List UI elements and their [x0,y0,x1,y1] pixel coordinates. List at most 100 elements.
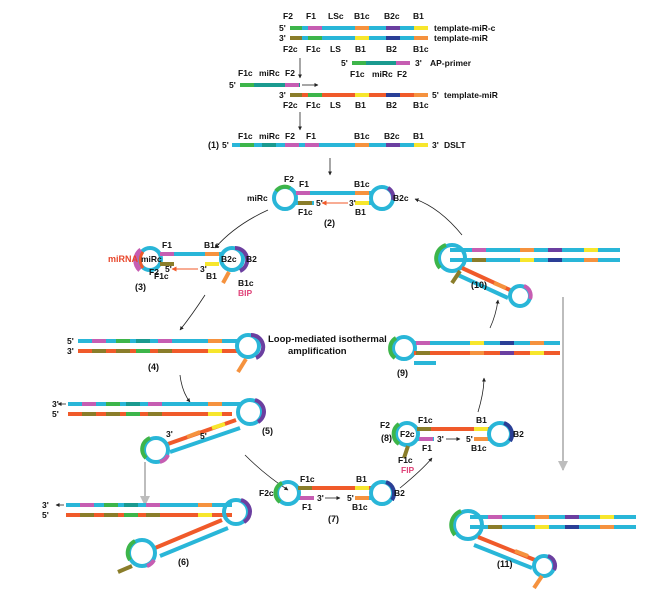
label-LS: LS [330,44,341,54]
label-F1c-s8: F1c [418,415,433,425]
structure-10 [434,243,620,308]
label-5prime-s8: 5' [466,434,473,444]
label-3prime-s3: 3' [200,264,207,274]
label-B1-s3: B1 [206,271,217,281]
label-FIP: FIP [401,465,415,475]
lamp-caption-line1: Loop-mediated isothermal [268,334,387,345]
label-F1c-dslt: F1c [238,131,253,141]
label-F2c-s8: F2c [400,429,415,439]
label-5prime: 5' [279,23,286,33]
label-B1c-top: B1c [354,11,370,21]
label-B1c-s8: B1c [471,443,487,453]
step-6-label: (6) [178,557,189,567]
structure-7 [273,480,396,506]
label-B1c-s2: B1c [354,179,370,189]
label-B2c-dslt: B2c [384,131,400,141]
label-3prime: 3' [279,33,286,43]
label-B2-s3: B2 [246,254,257,264]
step-5-label: (5) [262,426,273,436]
label-LSc: LSc [328,11,344,21]
label-F1c-ap: F1c [350,69,365,79]
label-5prime-ap: 5' [341,58,348,68]
structure-8 [391,421,514,459]
label-5prime-s5: 5' [52,409,59,419]
label-F1-s7: F1 [302,502,312,512]
label-3prime-s5b: 3' [166,429,173,439]
structure-11 [449,509,636,590]
label-5prime-hyb: 5' [229,80,236,90]
label-B1c-hyb: B1c [413,100,429,110]
label-B2-hyb: B2 [386,100,397,110]
label-F2c-s7: F2c [259,488,274,498]
label-3prime-ap: 3' [415,58,422,68]
label-5prime-s7: 5' [347,493,354,503]
label-B1c: B1c [413,44,429,54]
label-5prime-s2: 5' [316,198,323,208]
label-5prime-s3: 5' [165,264,172,274]
label-BIP: BIP [238,288,253,298]
label-3prime-s7: 3' [317,493,324,503]
label-template-miR-2: template-miR [444,90,498,100]
label-F1c-s3: F1c [154,271,169,281]
label-miRc-s3: miRc [141,254,162,264]
cycle-arrow-5-7 [244,454,289,491]
label-F2-dslt: F2 [285,131,295,141]
label-template-miR-c: template-miR-c [434,23,496,33]
structure-3 [133,245,250,284]
label-miRc-dslt: miRc [259,131,280,141]
label-5prime-dslt: 5' [222,140,229,150]
label-F2-s3: F2 [149,267,159,277]
label-B1-s2: B1 [355,207,366,217]
label-B2-s7: B2 [394,488,405,498]
label-F2c-hyb: F2c [283,100,298,110]
label-miRc-hyb: miRc [259,68,280,78]
label-F1c-s2: F1c [298,207,313,217]
label-F1c-s8b: F1c [398,455,413,465]
cycle-arrow-9-10 [489,299,500,329]
label-miRNA: miRNA [108,254,139,264]
label-F2-ap: F2 [397,69,407,79]
step-11-label: (11) [497,559,513,569]
label-B1-top: B1 [413,11,424,21]
label-3prime-hyb: 3' [279,90,286,100]
label-5prime-s4: 5' [67,336,74,346]
step-9-label: (9) [397,368,408,378]
structure-4 [78,332,266,374]
label-B1c-s3: B1c [204,240,220,250]
cycle-arrow-7-8 [399,457,433,489]
structure-6 [66,498,252,574]
label-3prime-s4: 3' [67,346,74,356]
label-5prime-s5b: 5' [200,431,207,441]
label-F1c: F1c [306,44,321,54]
cycle-arrow-2-3 [214,209,269,249]
label-3prime-s2: 3' [349,198,356,208]
label-F2-s8: F2 [380,420,390,430]
step-3-label: (3) [135,282,146,292]
label-B2c-top: B2c [384,11,400,21]
cycle-arrow-10-2 [414,198,463,236]
step-10-label: (10) [471,280,487,290]
label-B1c-dslt: B1c [354,131,370,141]
label-F2c: F2c [283,44,298,54]
label-F2-hyb: F2 [285,68,295,78]
structure-9 [388,335,560,365]
structure-5 [68,398,266,464]
cycle-arrow-4-5 [179,374,191,403]
label-B1-hyb: B1 [355,100,366,110]
label-template-miR: template-miR [434,33,488,43]
step-2-label: (2) [324,218,335,228]
label-F1c-hyb: F1c [238,68,253,78]
lamp-caption-line2: amplification [288,346,347,357]
label-B2-s8: B2 [513,429,524,439]
label-F1-s2: F1 [299,179,309,189]
label-B1-dslt: B1 [413,131,424,141]
label-B1-s8: B1 [476,415,487,425]
label-5prime-s6: 5' [42,510,49,520]
label-B1c-s3b: B1c [238,278,254,288]
label-F1c-hyb2: F1c [306,100,321,110]
label-miRc-s2: miRc [247,193,268,203]
label-F1-s3: F1 [162,240,172,250]
label-F1c-s7: F1c [300,474,315,484]
